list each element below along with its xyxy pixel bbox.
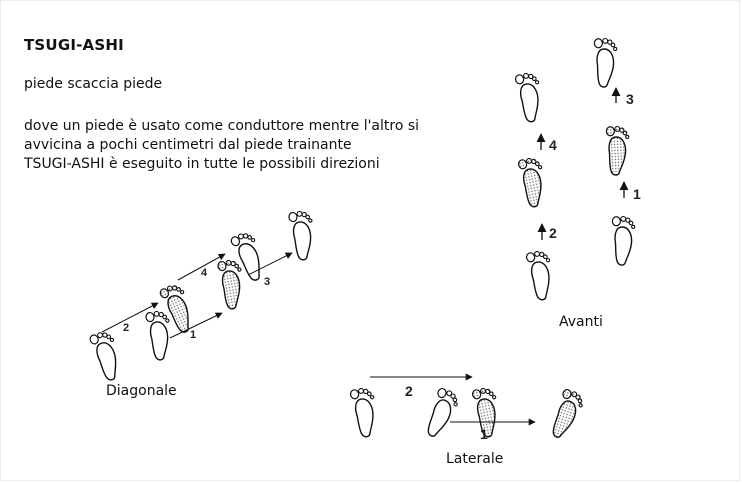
foot-icon xyxy=(144,308,177,362)
foot-icon xyxy=(287,208,320,262)
foot-icon xyxy=(88,328,127,383)
step-label: 2 xyxy=(549,225,557,241)
step-label: 1 xyxy=(480,426,488,442)
page-title: TSUGI-ASHI xyxy=(24,36,124,54)
step-label: 4 xyxy=(201,267,208,279)
description-line: TSUGI-ASHI è eseguito in tutte le possib… xyxy=(24,156,380,172)
step-label: 1 xyxy=(633,186,641,202)
step-label: 3 xyxy=(626,91,634,107)
step-label: 2 xyxy=(123,322,129,334)
caption-diagonale: Diagonale xyxy=(106,383,177,399)
arrow xyxy=(101,302,159,333)
step-label: 1 xyxy=(190,329,196,341)
caption-laterale: Laterale xyxy=(446,451,504,467)
foot-icon xyxy=(605,125,632,177)
foot-icon xyxy=(525,248,559,302)
foot-icon xyxy=(216,257,249,311)
foot-icon xyxy=(514,70,548,124)
arrow xyxy=(247,252,293,276)
diagonal-group: 1 2 3 4 xyxy=(88,208,320,383)
forward-group: 1 2 3 4 xyxy=(514,37,641,302)
foot-icon xyxy=(423,386,462,442)
step-label: 2 xyxy=(405,383,413,399)
step-label: 3 xyxy=(264,276,270,288)
arrow xyxy=(177,253,226,281)
foot-icon xyxy=(611,215,638,267)
subtitle: piede scaccia piede xyxy=(24,76,163,92)
lateral-group: 1 2 xyxy=(349,373,587,443)
description-line: avvicina a pochi centimetri dal piede tr… xyxy=(24,137,352,153)
step-label: 4 xyxy=(549,137,557,153)
caption-avanti: Avanti xyxy=(559,314,603,330)
description: dove un piede è usato come conduttore me… xyxy=(24,117,419,174)
foot-icon xyxy=(548,387,587,443)
foot-icon xyxy=(593,37,620,89)
arrow xyxy=(169,312,223,339)
foot-icon xyxy=(517,155,551,209)
foot-icon xyxy=(349,385,383,439)
description-line: dove un piede è usato come conduttore me… xyxy=(24,118,420,134)
